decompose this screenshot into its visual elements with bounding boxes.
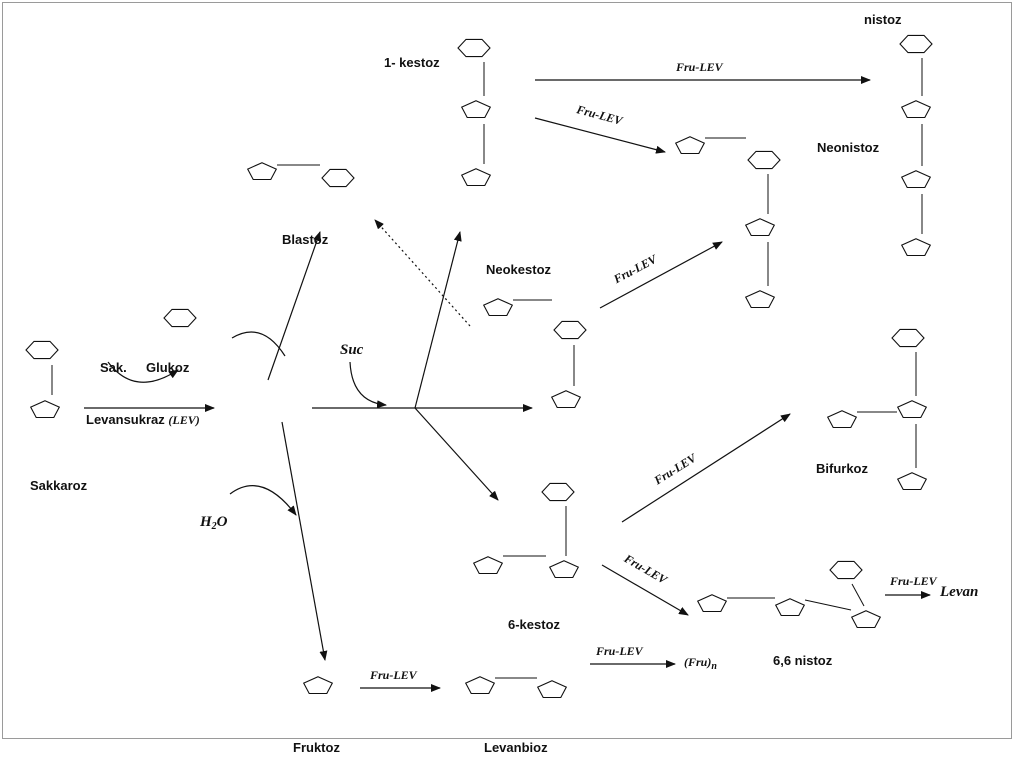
fructose-ring [460,168,492,187]
label-6-6-nistoz: 6,6 nistoz [773,653,833,668]
fructose-ring [850,610,882,629]
label-blastoz: Blastoz [282,232,329,247]
fructose-ring [744,218,776,237]
label-nistoz: nistoz [864,12,902,27]
glucose-ring [829,560,863,580]
lev-abbr: (LEV) [168,413,200,427]
reaction-arrows [84,76,931,692]
water-h: H [200,514,212,530]
label-levan: Levan [940,584,979,600]
arrow-to-1kestoz [414,231,462,409]
fructose-ring [826,410,858,429]
label-6-kestoz: 6-kestoz [508,617,561,632]
label-fru-n: (Fru)n [684,655,717,672]
arrow-neokestoz-to-blastoz [374,219,471,327]
arrow-water-curve [229,485,297,516]
fructose-ring [900,170,932,189]
arrow-suc-curve [349,361,387,409]
fructose-ring [674,136,706,155]
label-fruktoz: Fruktoz [293,740,340,755]
fructose-ring [464,676,496,695]
label-levanbioz: Levanbioz [484,740,548,755]
arrow-to-blastoz [267,231,321,381]
fructose-ring [896,472,928,491]
water-o: O [216,514,228,530]
label-sak: Sak. [100,360,127,375]
glucose-ring [899,34,933,54]
fru-n-subscript: n [711,661,717,672]
fructose-ring [482,298,514,317]
fructose-ring [900,100,932,119]
glucose-ring [321,168,355,188]
label-1-kestoz: 1- kestoz [384,55,440,70]
arrow-to-fruktoz [281,421,328,661]
levansukraz-text: Levansukraz [86,412,165,427]
fructose-ring [744,290,776,309]
arrow-6kestoz-to-bifurkoz [621,413,791,523]
arrow-to-6kestoz [414,407,499,501]
label-fru-lev-levanbioz: Fru-LEV [596,644,643,658]
fructose-ring [536,680,568,699]
label-fru-lev-levan: Fru-LEV [890,574,937,588]
label-suc: Suc [340,342,364,358]
label-fru-lev-fruktoz: Fru-LEV [370,668,417,682]
fructose-ring [696,594,728,613]
sugar-structures [25,34,933,699]
glycosidic-bond [804,599,852,611]
glucose-ring [891,328,925,348]
glycosidic-bond [851,583,865,607]
arrow-1kestoz-to-neonistoz [534,117,666,154]
fru-n-base: (Fru) [684,655,712,669]
fructose-ring [550,390,582,409]
label-neokestoz: Neokestoz [486,262,552,277]
fructose-ring [774,598,806,617]
fructose-ring [302,676,334,695]
label-levansukraz: Levansukraz (LEV) [86,412,200,428]
fructose-ring [548,560,580,579]
glucose-ring [457,38,491,58]
label-bifurkoz: Bifurkoz [816,461,868,476]
glucose-ring [541,482,575,502]
arrow-glucose-curve [107,361,179,383]
water-2: 2 [211,521,217,532]
label-water: H2O [200,514,228,532]
fructose-ring [900,238,932,257]
fructose-ring [472,556,504,575]
label-fru-lev-to-nistoz: Fru-LEV [676,60,723,74]
arrow-blastoz-curve [231,331,286,357]
arrow-6kestoz-to-66nistoz [601,564,689,616]
label-glukoz: Glukoz [146,360,190,375]
fructose-ring [246,162,278,181]
glucose-ring [553,320,587,340]
label-neonistoz: Neonistoz [817,140,880,155]
arrow-neokestoz-to-neonistoz [599,241,723,309]
glucose-ring [25,340,59,360]
fructose-ring [29,400,61,419]
label-sakkaroz: Sakkaroz [30,478,88,493]
fructose-ring [460,100,492,119]
figure-frame [2,2,1012,739]
glucose-ring [747,150,781,170]
glucose-ring [163,308,197,328]
fructose-ring [896,400,928,419]
